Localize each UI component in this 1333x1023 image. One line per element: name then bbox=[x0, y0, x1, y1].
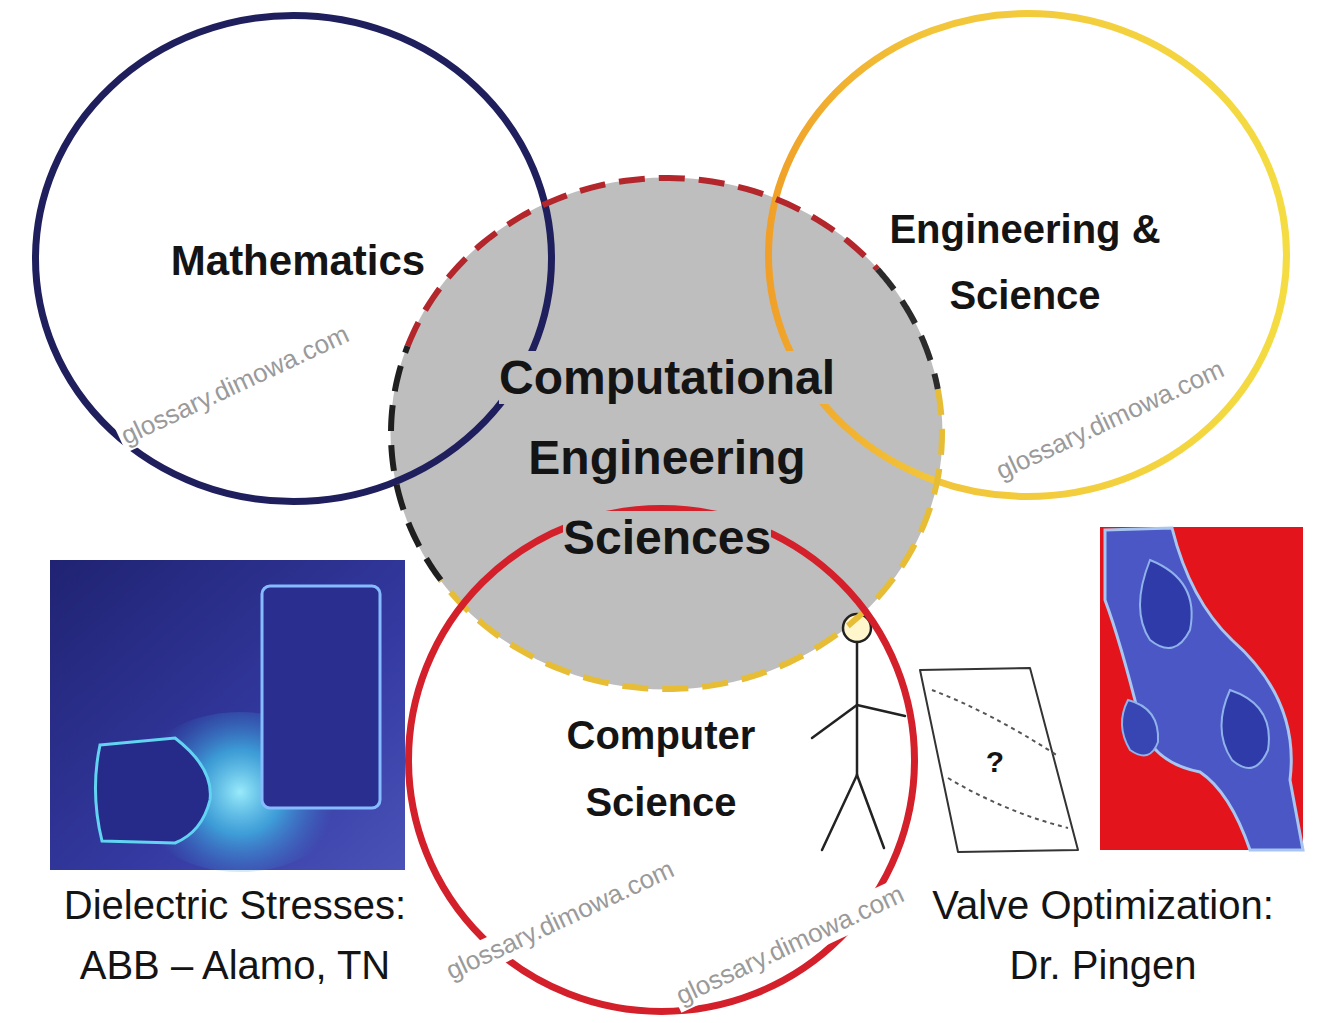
dashed-outline bbox=[878, 269, 938, 389]
image-background bbox=[1100, 527, 1303, 850]
node-text-block: Mathematics bbox=[138, 236, 458, 286]
node-text-block: Engineering & Science bbox=[870, 196, 1180, 328]
figure-arm bbox=[857, 705, 905, 716]
central-circle: Computational Engineering Sciences bbox=[388, 175, 945, 692]
sketch-outline bbox=[920, 668, 1078, 852]
flow-swirl bbox=[1122, 700, 1158, 755]
circle-outline bbox=[769, 14, 1287, 497]
question-mark: ? bbox=[986, 745, 1004, 779]
node-label: Computer Science bbox=[567, 713, 756, 824]
figure-arm bbox=[812, 705, 857, 738]
figure-leg bbox=[822, 775, 857, 850]
sketch-curve bbox=[948, 778, 1068, 828]
node-outline bbox=[765, 10, 1290, 500]
node-label: Mathematics bbox=[171, 237, 425, 284]
discipline-circle: Mathematics bbox=[32, 12, 555, 505]
figure-leg bbox=[857, 775, 884, 848]
text-line: Engineering & Science bbox=[870, 196, 1180, 328]
watermark-text: glossary.dimowa.com bbox=[438, 852, 681, 987]
electrode-plate bbox=[262, 586, 380, 808]
flow-swirl bbox=[1221, 690, 1268, 768]
image-caption: Valve Optimization: Dr. Pingen bbox=[913, 875, 1293, 995]
valve-optimization-image bbox=[1100, 527, 1303, 850]
figure-body bbox=[856, 642, 859, 775]
field-simulation-image bbox=[50, 560, 405, 872]
electrode-shape bbox=[95, 738, 210, 843]
image-caption: Dielectric Stresses: ABB – Alamo, TN bbox=[35, 875, 435, 995]
sketch-drawing bbox=[920, 668, 1078, 852]
watermark-text: glossary.dimowa.com bbox=[668, 877, 911, 1012]
dashed-outline bbox=[391, 346, 441, 580]
node-label: Engineering & Science bbox=[889, 207, 1160, 317]
node-text-block: Computer Science bbox=[551, 702, 771, 836]
dashed-outline bbox=[408, 178, 878, 346]
flow-region bbox=[1105, 528, 1303, 850]
watermark-text: glossary.dimowa.com bbox=[988, 352, 1231, 487]
text-line: Computer Science bbox=[551, 702, 771, 836]
flow-swirl bbox=[1140, 560, 1192, 648]
watermark-text: glossary.dimowa.com bbox=[113, 317, 356, 452]
discipline-circle: Engineering & Science bbox=[765, 10, 1290, 500]
text-line: Mathematics bbox=[138, 236, 458, 286]
circle-outline bbox=[36, 16, 552, 502]
